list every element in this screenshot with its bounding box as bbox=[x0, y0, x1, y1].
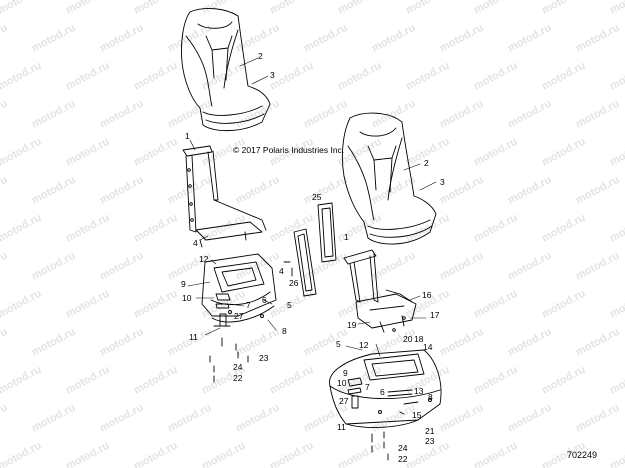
callout-2-top: 2 bbox=[258, 51, 263, 61]
callout-12-left: 12 bbox=[199, 254, 209, 264]
callout-26: 26 bbox=[289, 278, 299, 288]
callout-14: 14 bbox=[423, 342, 433, 352]
callout-27-left: 27 bbox=[234, 311, 244, 321]
watermark-text: motod.ru bbox=[608, 0, 625, 17]
side-channels bbox=[283, 202, 337, 297]
seat-base-right bbox=[329, 349, 442, 428]
callout-9-right: 9 bbox=[343, 368, 348, 378]
callout-13: 13 bbox=[414, 386, 424, 396]
callout-22-right: 22 bbox=[398, 454, 408, 464]
hardware-right bbox=[347, 377, 419, 461]
callout-19: 19 bbox=[347, 320, 357, 330]
callout-6-right: 6 bbox=[380, 387, 385, 397]
callout-20: 20 bbox=[403, 334, 413, 344]
callout-22-left: 22 bbox=[233, 373, 243, 383]
copyright-notice: © 2017 Polaris Industries Inc. bbox=[233, 145, 345, 155]
seat-right bbox=[341, 112, 437, 245]
leader-lines bbox=[187, 57, 437, 357]
callout-16: 16 bbox=[422, 290, 432, 300]
callout-24-right: 24 bbox=[398, 443, 408, 453]
callout-7-right: 7 bbox=[365, 382, 370, 392]
hardware-left bbox=[209, 293, 249, 383]
frame-right bbox=[343, 249, 417, 333]
callout-3-top: 3 bbox=[270, 70, 275, 80]
callout-12-right: 12 bbox=[359, 340, 369, 350]
callout-8-left: 8 bbox=[282, 326, 287, 336]
callout-5-left: 5 bbox=[287, 300, 292, 310]
diagram-id: 702249 bbox=[567, 450, 598, 460]
callout-4-left: 4 bbox=[193, 238, 198, 248]
callout-1-right: 1 bbox=[344, 232, 349, 242]
callout-23-left: 23 bbox=[259, 353, 269, 363]
callout-11-left: 11 bbox=[189, 332, 198, 342]
callout-23-right: 23 bbox=[425, 436, 435, 446]
frame-left bbox=[182, 145, 267, 248]
callout-9-left: 9 bbox=[181, 279, 186, 289]
callout-11-right: 11 bbox=[337, 422, 346, 432]
callout-25: 25 bbox=[312, 192, 322, 202]
callout-15: 15 bbox=[412, 410, 422, 420]
callout-1-left: 1 bbox=[185, 131, 190, 141]
callout-10-left: 10 bbox=[182, 293, 192, 303]
callout-7-left: 7 bbox=[246, 300, 251, 310]
callout-21: 21 bbox=[425, 426, 435, 436]
callout-8-right: 8 bbox=[428, 392, 433, 402]
callout-5-right: 5 bbox=[336, 339, 341, 349]
callout-4-mid: 4 bbox=[279, 266, 284, 276]
callout-18: 18 bbox=[414, 334, 424, 344]
seat-base-left bbox=[201, 253, 277, 323]
callout-27-right: 27 bbox=[339, 396, 349, 406]
callout-17: 17 bbox=[430, 310, 440, 320]
callout-24-left: 24 bbox=[233, 362, 243, 372]
seat-top-left bbox=[181, 8, 271, 132]
callout-6-left: 6 bbox=[262, 295, 267, 305]
callout-10-right: 10 bbox=[337, 378, 347, 388]
callout-2-right: 2 bbox=[424, 158, 429, 168]
callout-3-right: 3 bbox=[440, 177, 445, 187]
